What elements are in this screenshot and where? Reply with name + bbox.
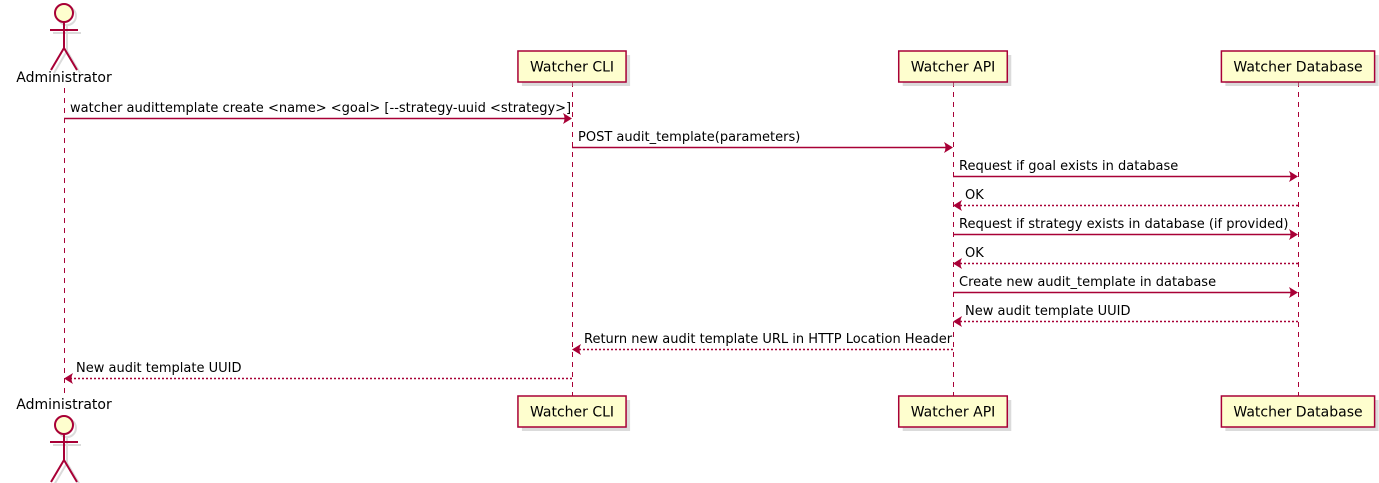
messages-group: watcher audittemplate create <name> <goa… [64, 101, 1298, 384]
message-arrowhead [953, 200, 962, 211]
participant-label: Watcher Database [1233, 405, 1362, 421]
message-6: OK [953, 246, 1298, 269]
message-8: New audit template UUID [953, 304, 1298, 327]
lifelines-group [64, 82, 1299, 396]
actor-administrator-bottom[interactable] [50, 415, 81, 483]
message-arrowhead [953, 316, 962, 327]
message-label: Create new audit_template in database [959, 275, 1216, 290]
participants-top-group: Administrator Watcher CLI Watcher API Watch… [16, 3, 1379, 86]
message-1: watcher audittemplate create <name> <goa… [64, 101, 572, 124]
message-label: Return new audit template URL in HTTP Lo… [584, 332, 953, 347]
message-arrowhead [572, 344, 581, 355]
message-label: New audit template UUID [965, 304, 1130, 319]
participant-box-watcher-cli-top[interactable]: Watcher CLI [517, 50, 631, 86]
participant-box-watcher-cli-bottom[interactable]: Watcher CLI [517, 395, 631, 431]
message-7: Create new audit_template in database [953, 275, 1298, 298]
message-label: watcher audittemplate create <name> <goa… [70, 101, 571, 116]
participant-label: Watcher API [911, 60, 996, 76]
participant-label: Watcher CLI [530, 405, 614, 421]
participant-box-rect [1220, 395, 1376, 428]
participant-box-rect [517, 50, 627, 83]
message-arrowhead [1289, 287, 1298, 298]
message-3: Request if goal exists in database [953, 159, 1298, 182]
message-arrowhead [1289, 171, 1298, 182]
message-label: OK [965, 188, 984, 203]
participant-box-rect [897, 395, 1009, 428]
actor-label-administrator-top: Administrator [16, 70, 112, 86]
participant-box-rect [1220, 50, 1376, 83]
message-label: New audit template UUID [76, 361, 241, 376]
participant-label: Watcher CLI [530, 60, 614, 76]
participant-box-watcher-api-top[interactable]: Watcher API [897, 50, 1012, 86]
message-9: Return new audit template URL in HTTP Lo… [572, 332, 953, 355]
actor-label-administrator-bottom: Administrator [16, 397, 112, 413]
message-label: Request if strategy exists in database (… [959, 217, 1288, 232]
message-arrowhead [1289, 229, 1298, 240]
actor-body-icon [50, 434, 78, 483]
participant-label: Watcher Database [1233, 60, 1362, 76]
message-arrowhead [944, 142, 953, 153]
participant-box-watcher-database-top[interactable]: Watcher Database [1220, 50, 1379, 86]
participant-box-rect [897, 50, 1009, 83]
message-arrowhead [953, 258, 962, 269]
message-label: Request if goal exists in database [959, 159, 1178, 174]
actor-head-icon [54, 3, 74, 23]
message-2: POST audit_template(parameters) [572, 130, 953, 153]
actor-administrator-top[interactable] [50, 3, 81, 74]
actor-head-icon [54, 415, 74, 435]
message-label: POST audit_template(parameters) [578, 130, 800, 145]
message-label: OK [965, 246, 984, 261]
message-5: Request if strategy exists in database (… [953, 217, 1298, 240]
participant-box-watcher-database-bottom[interactable]: Watcher Database [1220, 395, 1379, 431]
participant-box-watcher-api-bottom[interactable]: Watcher API [897, 395, 1012, 431]
message-4: OK [953, 188, 1298, 211]
message-10: New audit template UUID [64, 361, 572, 384]
participant-box-rect [517, 395, 627, 428]
participant-label: Watcher API [911, 405, 996, 421]
actor-body-icon [50, 22, 78, 71]
message-arrowhead [563, 113, 572, 124]
message-arrowhead [64, 373, 73, 384]
